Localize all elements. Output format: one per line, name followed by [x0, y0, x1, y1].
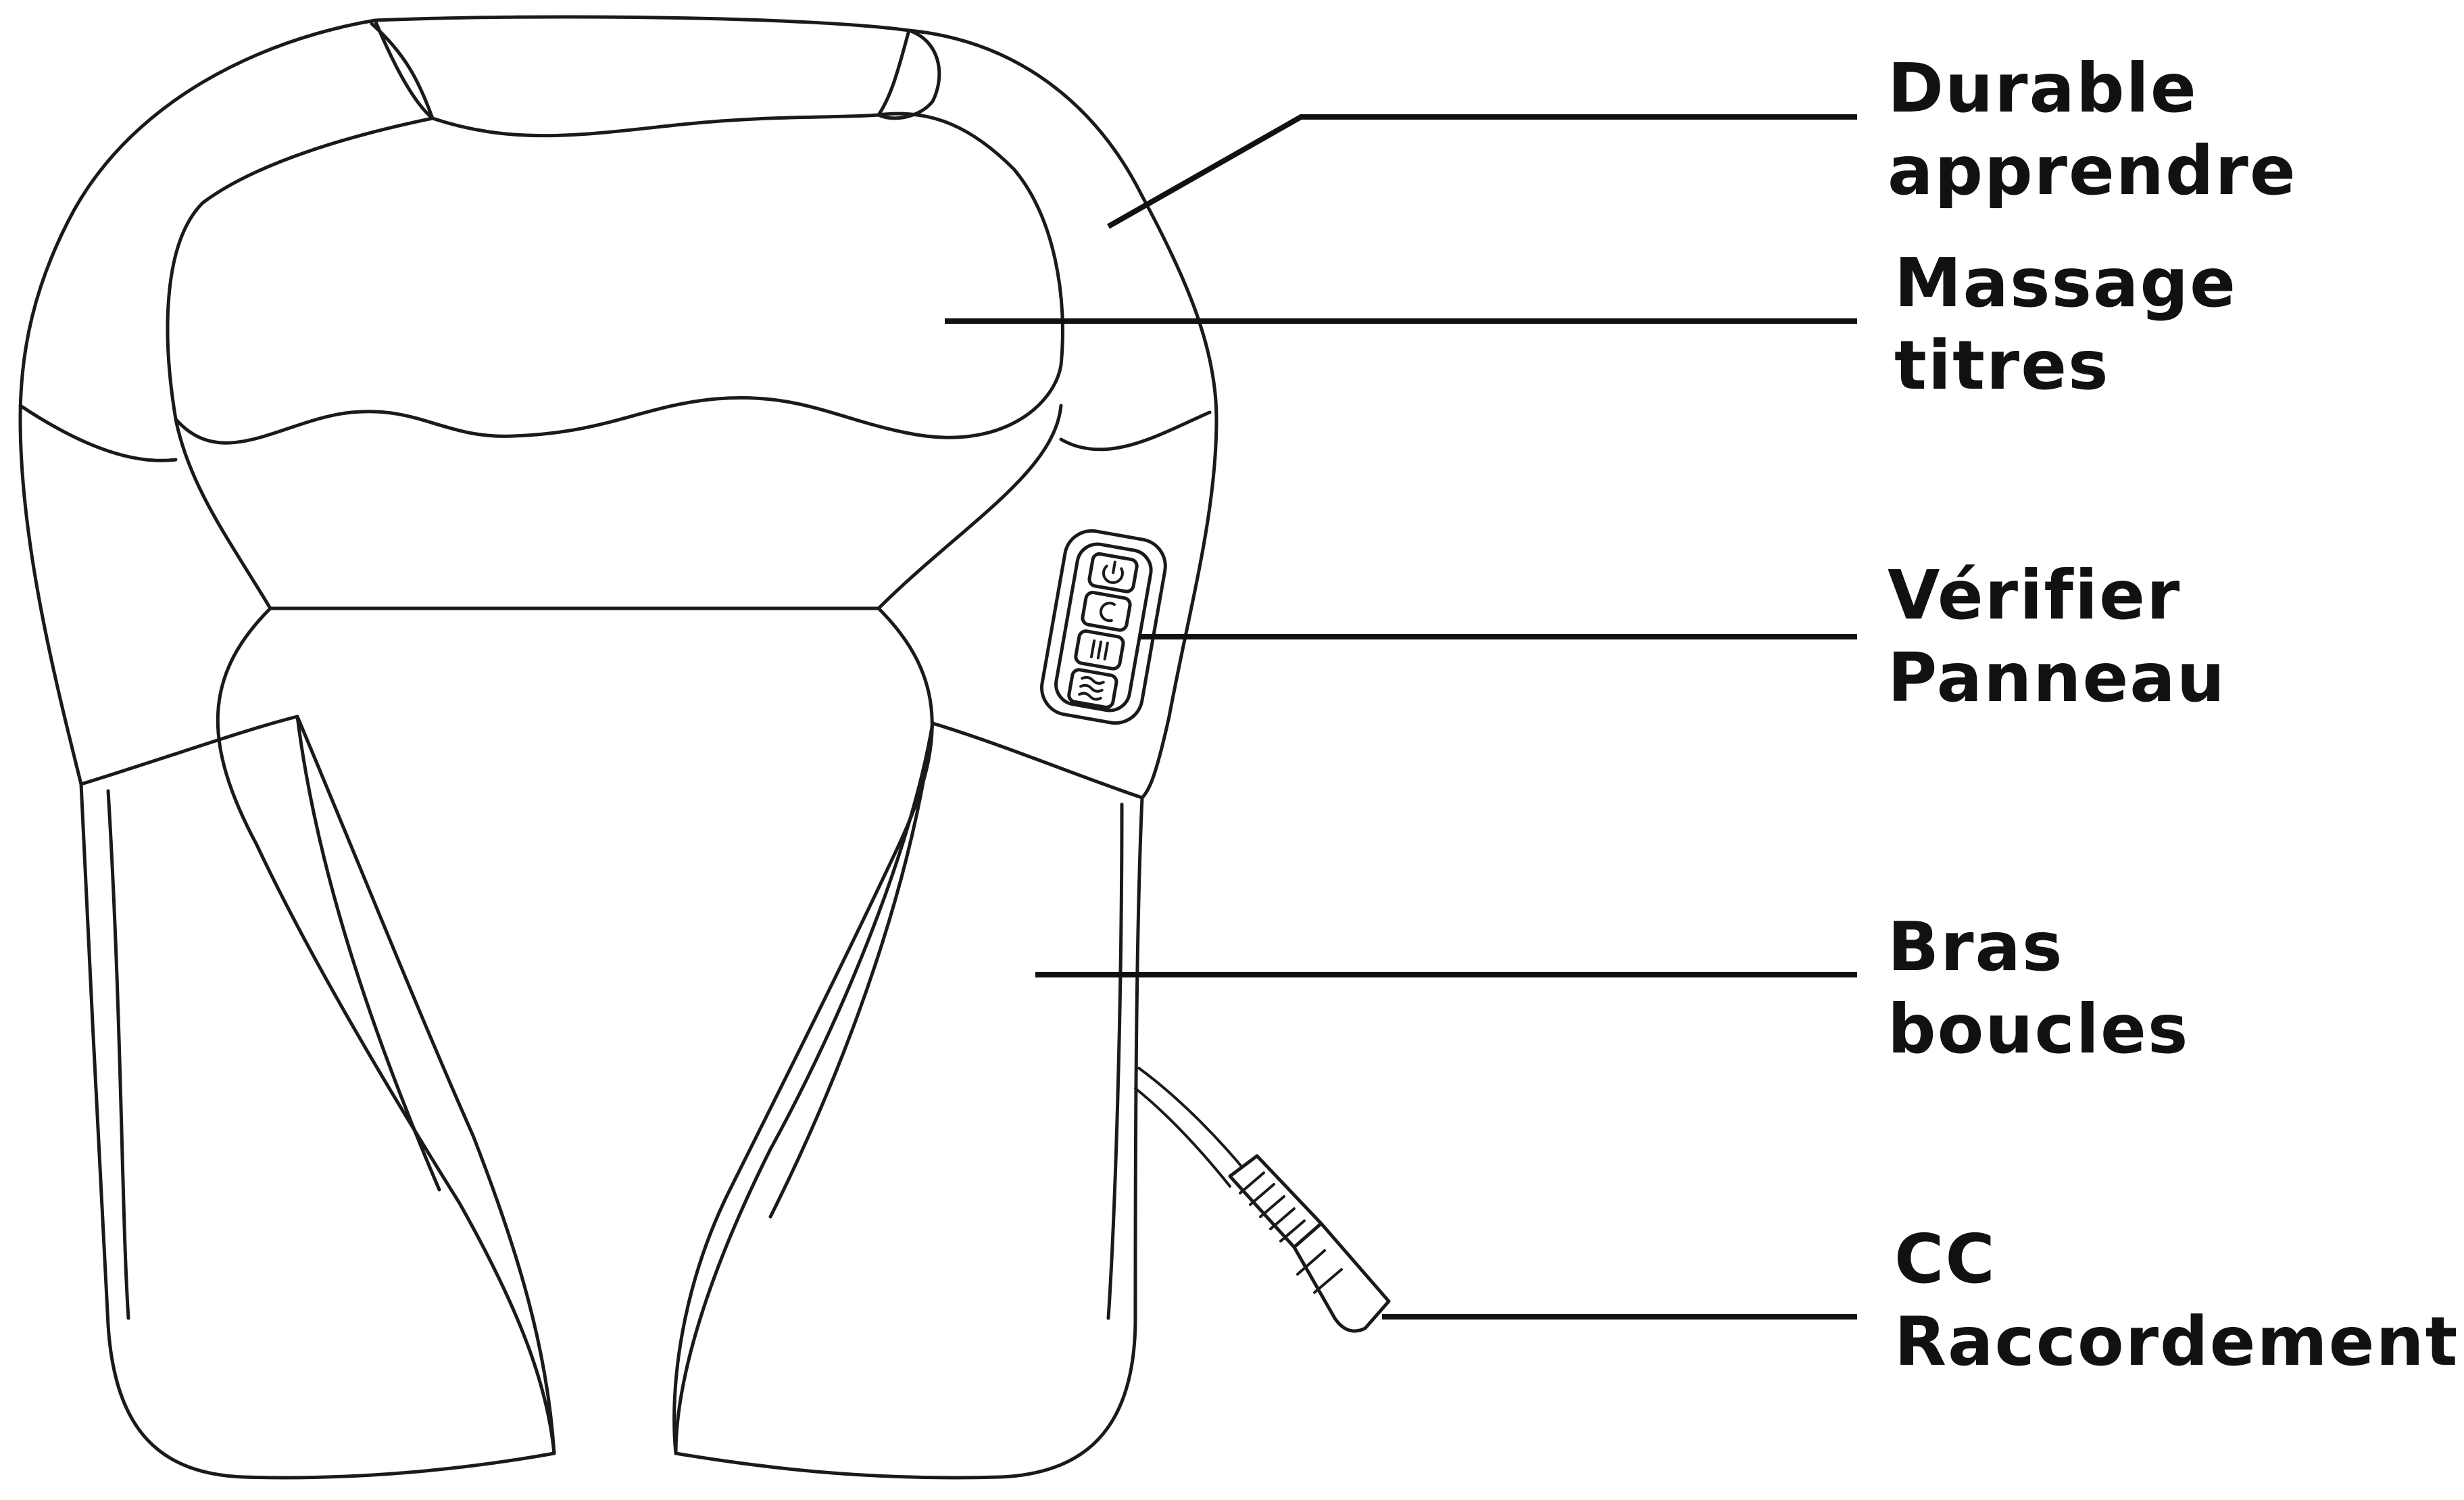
- massager-body: [20, 17, 1389, 1478]
- label-verifier-line1: Vérifier: [1888, 554, 2226, 637]
- label-bras-line1: Bras: [1888, 906, 2189, 988]
- leader-durable: [1108, 117, 1857, 226]
- dc-cable: [1139, 1068, 1247, 1173]
- dc-plug: [1230, 1156, 1389, 1331]
- label-massage-line1: Massage: [1894, 242, 2237, 324]
- label-verifier: Vérifier Panneau: [1888, 554, 2226, 719]
- label-durable-line1: Durable: [1888, 47, 2297, 130]
- label-verifier-line2: Panneau: [1888, 637, 2226, 719]
- label-durable-line2: apprendre: [1888, 130, 2297, 212]
- label-cc-line2: Raccordement: [1894, 1301, 2459, 1383]
- label-cc-line1: CC: [1894, 1218, 2459, 1301]
- label-bras-line2: boucles: [1888, 988, 2189, 1071]
- label-massage: Massage titres: [1894, 242, 2237, 407]
- label-cc: CC Raccordement: [1894, 1218, 2459, 1383]
- label-durable: Durable apprendre: [1888, 47, 2297, 212]
- label-massage-line2: titres: [1894, 324, 2237, 407]
- label-bras: Bras boucles: [1888, 906, 2189, 1071]
